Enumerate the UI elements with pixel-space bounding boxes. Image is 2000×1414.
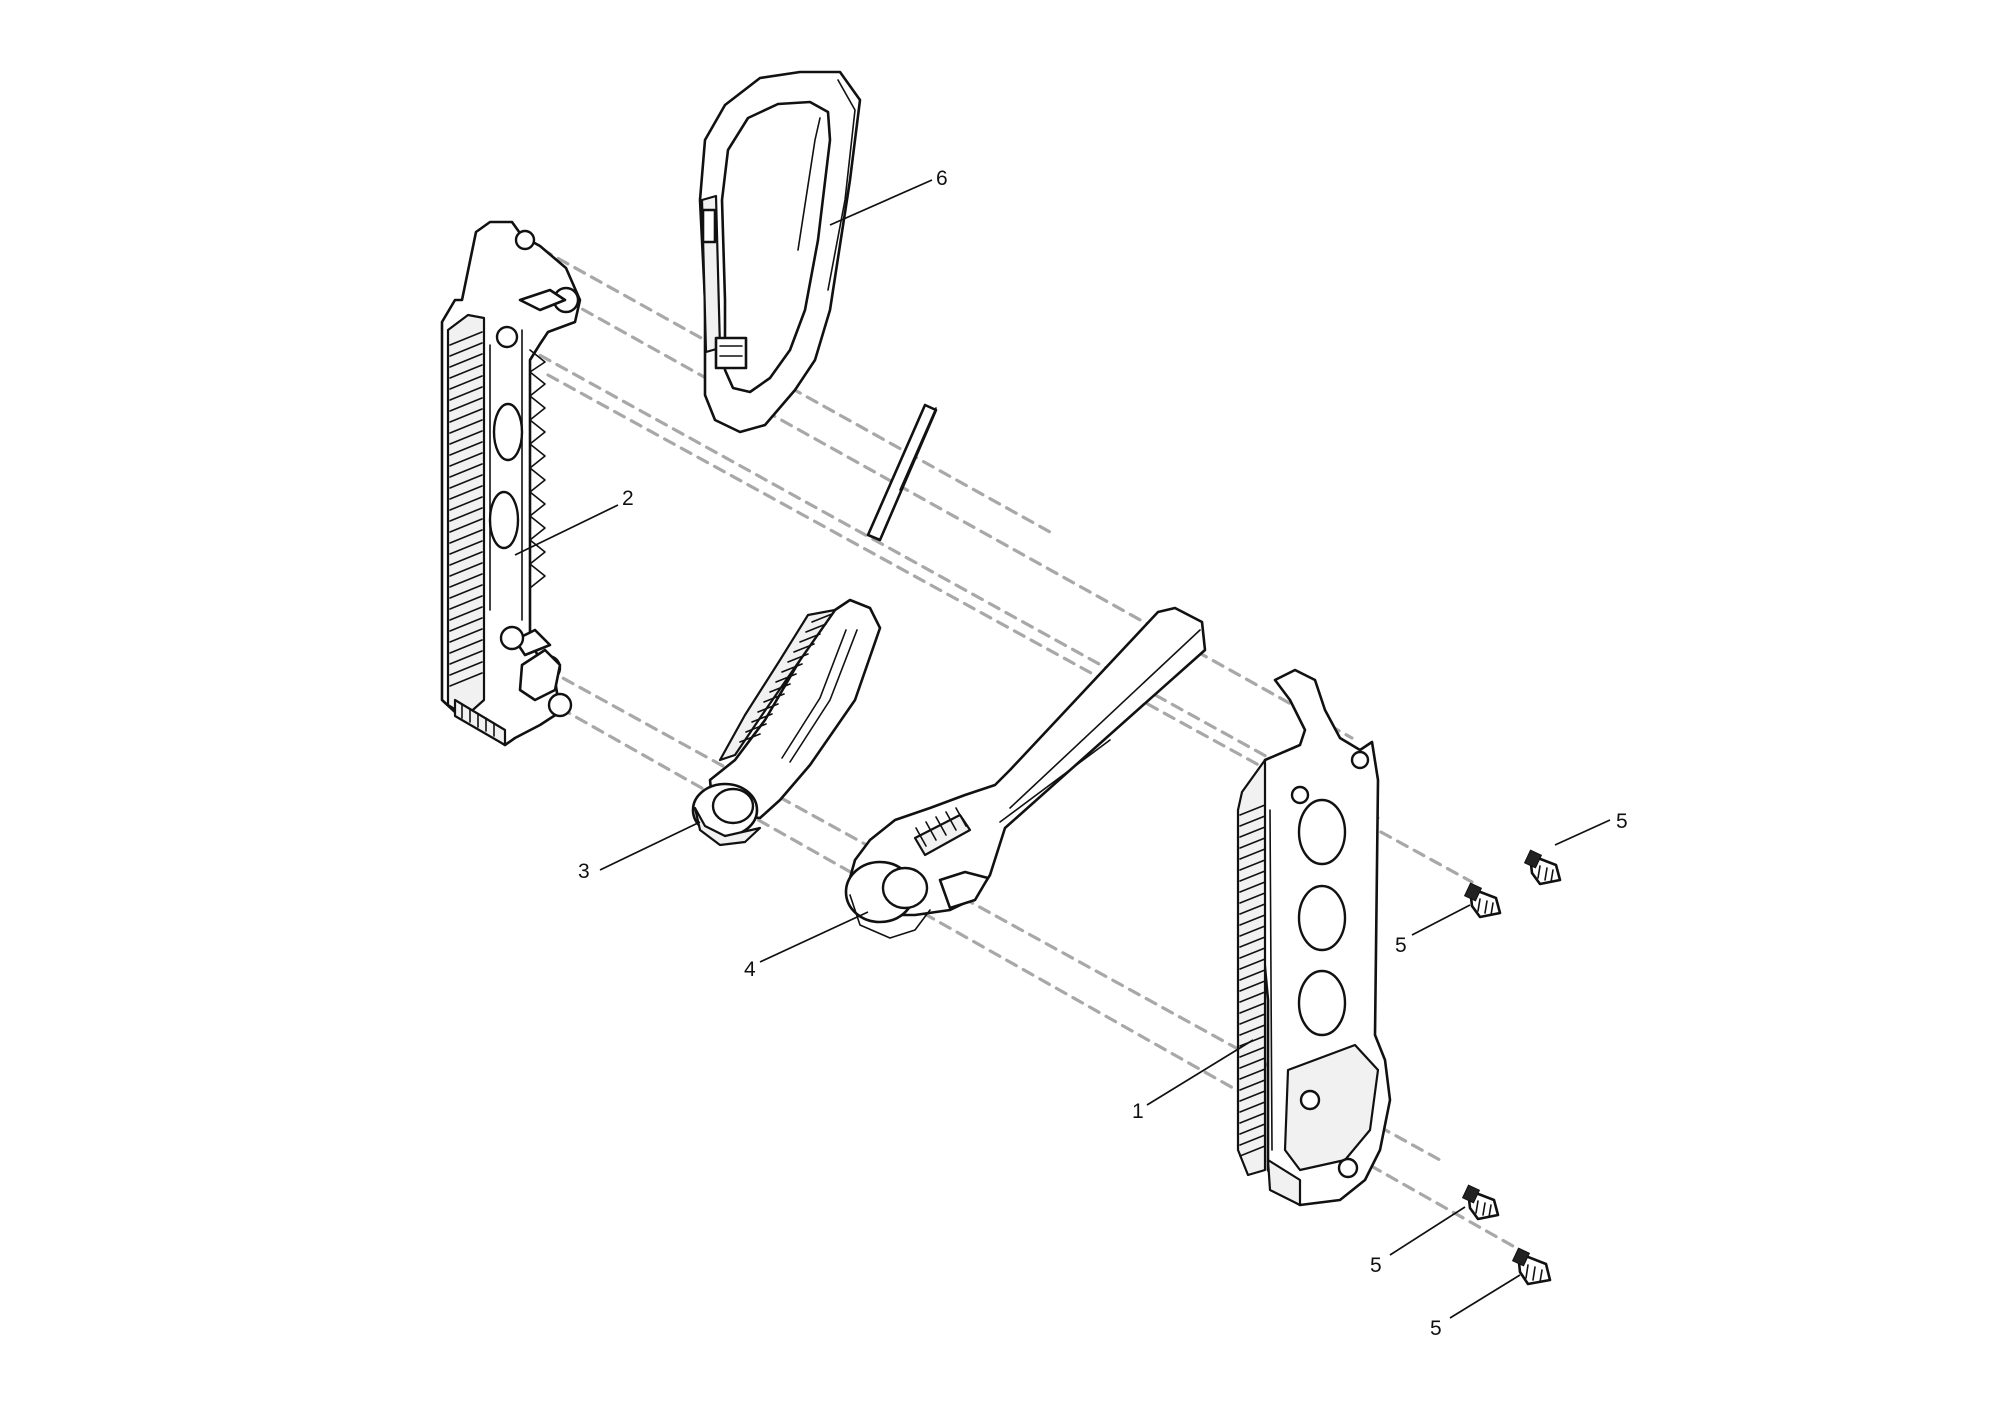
leader-line <box>1389 1206 1466 1256</box>
pivot-post <box>547 692 573 718</box>
plate-hole <box>1297 884 1347 952</box>
plate-hole <box>1297 969 1347 1037</box>
callout-2: 2 <box>622 487 634 510</box>
tool-ring-hole <box>711 787 755 825</box>
leader-line <box>514 504 619 556</box>
grip-ridges <box>915 807 967 847</box>
pivot-post <box>499 625 525 651</box>
callout-6: 6 <box>936 167 948 190</box>
pivot-post <box>495 325 519 349</box>
assembly-line <box>523 238 1052 534</box>
grip-ridges <box>449 331 483 687</box>
leader-line <box>759 911 869 963</box>
screw-hole <box>1350 750 1370 770</box>
screw-hole <box>1337 1157 1359 1179</box>
side-plate-serrated <box>440 220 582 747</box>
assembly-line <box>505 335 1380 820</box>
screw-hole <box>1299 1089 1321 1111</box>
leader-line <box>1411 904 1471 936</box>
callout-numbers: 6 2 3 4 1 5 5 5 5 <box>578 167 1628 1340</box>
leader-line <box>599 821 701 871</box>
pivot-post <box>514 229 536 251</box>
side-plate-holes <box>1236 668 1392 1207</box>
grip-ridges <box>739 613 833 743</box>
leader-line <box>1554 819 1611 846</box>
screw <box>1511 1247 1552 1286</box>
callout-3: 3 <box>578 860 590 883</box>
awl-tool <box>691 403 938 847</box>
plate-hole <box>1297 798 1347 866</box>
leader-line <box>1146 1039 1254 1106</box>
callout-5: 5 <box>1430 1317 1442 1340</box>
screw <box>1461 1184 1500 1221</box>
callout-leaders <box>514 179 1611 1319</box>
flat-lever-tool <box>844 606 1207 939</box>
screw <box>1523 849 1562 886</box>
tool-ring-hole <box>881 866 929 910</box>
plate-hole <box>488 490 520 550</box>
screw <box>1463 882 1502 919</box>
callout-5: 5 <box>1616 810 1628 833</box>
carabiner <box>698 70 862 434</box>
plate-hole <box>492 402 524 462</box>
assembly-line <box>564 298 1354 740</box>
leader-line <box>829 179 933 226</box>
callout-5: 5 <box>1370 1254 1382 1277</box>
screws <box>1461 849 1562 1286</box>
leader-line <box>1449 1274 1521 1319</box>
screw-hole <box>1290 785 1310 805</box>
callout-4: 4 <box>744 958 756 981</box>
callout-5: 5 <box>1395 934 1407 957</box>
callout-1: 1 <box>1132 1100 1144 1123</box>
